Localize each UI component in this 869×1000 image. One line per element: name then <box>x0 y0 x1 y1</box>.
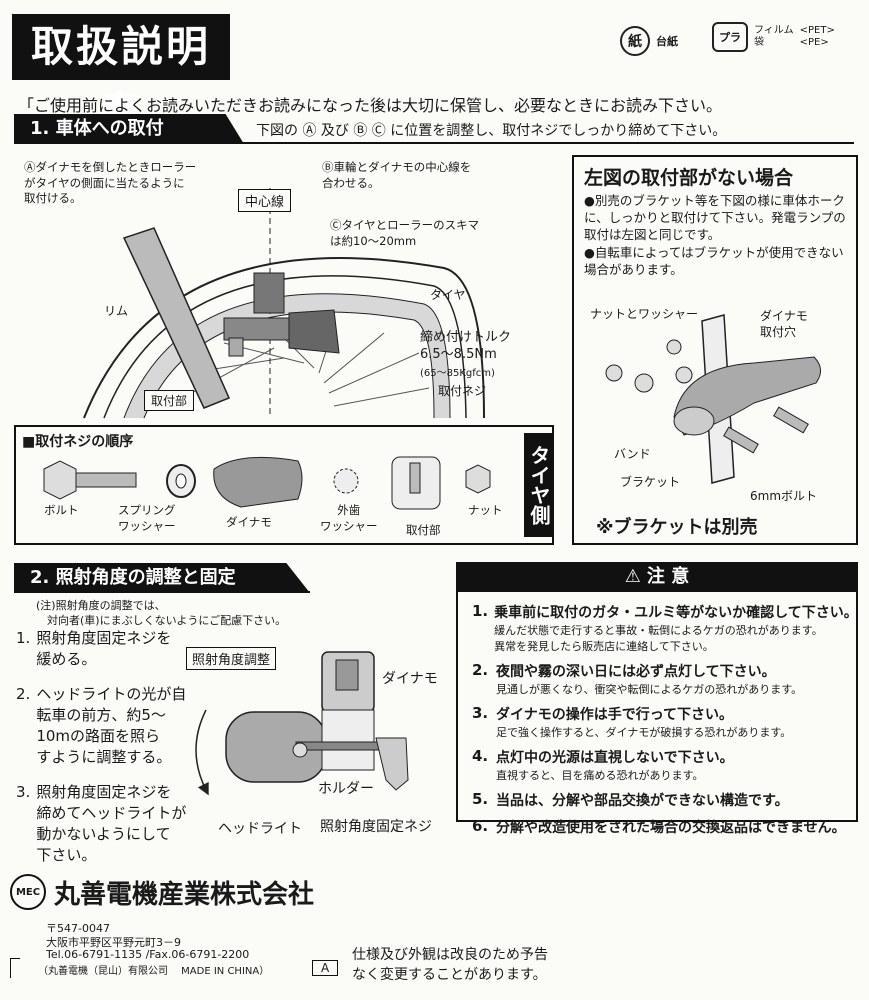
caution-item-3: 3. ダイナモの操作は手で行って下さい。 足で強く操作すると、ダイナモが破損する… <box>472 704 852 740</box>
corner-mark <box>10 958 20 978</box>
plastic-recycle-mark: プラ フィルム 袋 <PET> <PE> <box>712 22 835 52</box>
step-1: 1. 照射角度固定ネジを 緩める。 <box>16 628 186 670</box>
step-2: 2. ヘッドライトの光が自 転車の前方、約5～ 10mの路面を照ら すように調整… <box>16 684 186 768</box>
caution-item-5-num: 5. <box>472 790 489 808</box>
screw-order-title: ■取付ネジの順序 <box>22 434 134 450</box>
bracket-label: ブラケット <box>620 475 681 489</box>
section1-heading: 1. 車体への取付 <box>14 114 244 144</box>
caution-item-4-num: 4. <box>472 747 489 765</box>
spec-notice: 仕様及び外観は改良のため予告 なく変更することがあります。 <box>352 947 548 983</box>
caution-item-2-num: 2. <box>472 661 489 679</box>
section2-steps: 1. 照射角度固定ネジを 緩める。 2. ヘッドライトの光が自 転車の前方、約5… <box>16 628 186 880</box>
company-logo: MEC <box>10 874 46 910</box>
caution-item-1: 1. 乗車前に取付のガタ・ユルミ等がないか確認して下さい。 緩んだ状態で走行する… <box>472 602 858 654</box>
caution-title: 注 意 <box>646 566 690 587</box>
caution-item-6-main: 分解や改造使用をされた場合の交換返品はできません。 <box>496 820 846 836</box>
step-1-num: 1. <box>16 629 31 647</box>
label-c: Ⓒタイヤとローラーのスキマ は約10～20mm <box>330 218 480 248</box>
section1-instruction: 下図の Ⓐ 及び Ⓑ Ⓒ に位置を調整し、取付ネジでしっかり締めて下さい。 <box>256 123 727 139</box>
holder-label: ホルダー <box>318 781 374 797</box>
headlight-label: ヘッドライト <box>218 821 302 837</box>
caution-item-4-sub: 直視すると、目を痛める恐れがあります。 <box>496 769 704 782</box>
bracket-sold-separately: ※ブラケットは別売 <box>596 517 758 538</box>
order-item-spring-washer: スプリング ワッシャー <box>118 503 176 533</box>
no-mount-box: 左図の取付部がない場合 ●別売のブラケット等を下図の様に車体ホークに、しっかりと… <box>572 155 858 545</box>
torque-kgf-label: (65～85Kgfcm) <box>420 368 495 379</box>
screw-order-box: ■取付ネジの順序 ボルト スプリング ワッシャー ダイナモ 外歯 ワッシャー 取… <box>14 425 554 545</box>
caution-item-5: 5. 当品は、分解や部品交換ができない構造です。 <box>472 790 852 810</box>
step-3-text: 照射角度固定ネジを 締めてヘッドライトが 動かないようにして 下さい。 <box>36 783 187 864</box>
order-item-nut: ナット <box>468 503 503 517</box>
caution-item-6: 6. 分解や改造使用をされた場合の交換返品はできません。 <box>472 817 852 837</box>
center-line-label: 中心線 <box>238 189 292 212</box>
torque-label: 締め付けトルク 6.5～8.5Nm <box>420 330 512 362</box>
caution-box: 1. 乗車前に取付のガタ・ユルミ等がないか確認して下さい。 緩んだ状態で走行する… <box>456 590 858 836</box>
no-mount-bullet-1: ●別売のブラケット等を下図の様に車体ホークに、しっかりと取付けて下さい。発電ラン… <box>584 193 846 242</box>
caution-item-5-main: 当品は、分解や部品交換ができない構造です。 <box>496 793 789 809</box>
section2-note: (注)照射角度の調整では、 対向者(車)にまぶしくないようにご配慮下さい。 <box>36 599 287 628</box>
tire-side-tag: タイヤ側 <box>524 433 554 537</box>
rim-label: リム <box>104 304 129 318</box>
section2-rule <box>14 591 310 593</box>
section1-rule <box>14 142 854 144</box>
band-label: バンド <box>614 447 651 461</box>
order-item-dynamo: ダイナモ <box>226 515 272 529</box>
caution-item-3-num: 3. <box>472 704 489 722</box>
caution-item-2-main: 夜間や霧の深い日には必ず点灯して下さい。 <box>496 664 776 680</box>
fix-screw-label: 照射角度固定ネジ <box>320 819 432 835</box>
step-3: 3. 照射角度固定ネジを 締めてヘッドライトが 動かないようにして 下さい。 <box>16 782 186 866</box>
no-mount-title: 左図の取付部がない場合 <box>584 167 794 189</box>
bracket-diagram <box>605 314 821 484</box>
caution-item-3-sub: 足で強く操作すると、ダイナモが破損する恐れがあります。 <box>496 726 792 739</box>
intro-text: 「ご使用前によくお読みいただきお読みになった後は大切に保管し、必要なときにお読み… <box>18 96 723 115</box>
order-item-bolt: ボルト <box>44 503 79 517</box>
dynamo-hole-label: ダイナモ 取付穴 <box>760 309 808 339</box>
caution-item-4-main: 点灯中の光源は直視しないで下さい。 <box>496 750 734 766</box>
caution-item-6-num: 6. <box>472 817 489 835</box>
step-3-num: 3. <box>16 783 31 801</box>
caution-item-1-main: 乗車前に取付のガタ・ユルミ等がないか確認して下さい。 <box>494 605 858 621</box>
order-item-outer-washer: 外歯 ワッシャー <box>320 503 378 533</box>
version-code: A <box>312 960 339 976</box>
bolt-label: 6mmボルト <box>750 489 818 503</box>
plastic-recycle-icon: プラ <box>712 22 748 52</box>
caution-item-2-sub: 見通しが悪くなり、衝突や転倒によるケガの恐れがあります。 <box>496 683 803 696</box>
screw-order-parts <box>43 456 491 510</box>
company-tel: Tel.06-6791-1135 /Fax.06-6791-2200 <box>46 948 250 961</box>
tire-label: タイヤ <box>430 288 466 302</box>
nut-washer-label: ナットとワッシャー <box>590 307 699 321</box>
section2-heading: 2. 照射角度の調整と固定 <box>14 563 310 593</box>
caution-item-3-main: ダイナモの操作は手で行って下さい。 <box>496 707 734 723</box>
adjust-label: 照射角度調整 <box>186 647 277 670</box>
order-item-mount: 取付部 <box>406 523 441 537</box>
headlight-diagram <box>195 651 409 796</box>
paper-recycle-mark: 紙 台紙 <box>620 26 678 56</box>
caution-item-1-sub: 緩んだ状態で走行すると事故・転倒によるケガの恐れがあります。 異常を発見したら販… <box>494 624 823 653</box>
label-a: Ⓐダイナモを倒したときローラー がタイヤの側面に当たるように 取付ける。 <box>24 160 197 206</box>
mount-screw-label: 取付ネジ <box>438 384 487 398</box>
wheel-diagram <box>83 188 485 419</box>
company-name: 丸善電機産業株式会社 <box>54 880 315 910</box>
dynamo-label: ダイナモ <box>382 671 438 687</box>
caution-item-4: 4. 点灯中の光源は直視しないで下さい。 直視すると、目を痛める恐れがあります。 <box>472 747 852 783</box>
caution-header: ⚠注 意 <box>456 562 858 592</box>
caution-item-1-num: 1. <box>472 602 489 620</box>
document-title: 取扱説明書 <box>12 14 230 137</box>
warning-icon: ⚠ <box>624 566 641 587</box>
mount-part-label: 取付部 <box>144 390 195 411</box>
label-b: Ⓑ車輪とダイナモの中心線を 合わせる。 <box>322 160 472 190</box>
paper-recycle-label: 台紙 <box>656 35 678 48</box>
no-mount-bullet-2: ●自転車によってはブラケットが使用できない場合があります。 <box>584 245 844 277</box>
plastic-recycle-codes: <PET> <PE> <box>799 25 835 48</box>
made-in: （丸善電機（昆山）有限公司 MADE IN CHINA） <box>38 966 270 977</box>
plastic-recycle-label: フィルム 袋 <box>754 25 794 48</box>
step-2-num: 2. <box>16 685 31 703</box>
company-address: 大阪市平野区平野元町3－9 <box>46 936 181 949</box>
step-1-text: 照射角度固定ネジを 緩める。 <box>36 629 172 668</box>
caution-item-2: 2. 夜間や霧の深い日には必ず点灯して下さい。 見通しが悪くなり、衝突や転倒によ… <box>472 661 852 697</box>
company-postal: 〒547-0047 <box>46 922 110 935</box>
paper-recycle-icon: 紙 <box>620 26 650 56</box>
step-2-text: ヘッドライトの光が自 転車の前方、約5～ 10mの路面を照ら すように調整する。 <box>36 685 187 766</box>
